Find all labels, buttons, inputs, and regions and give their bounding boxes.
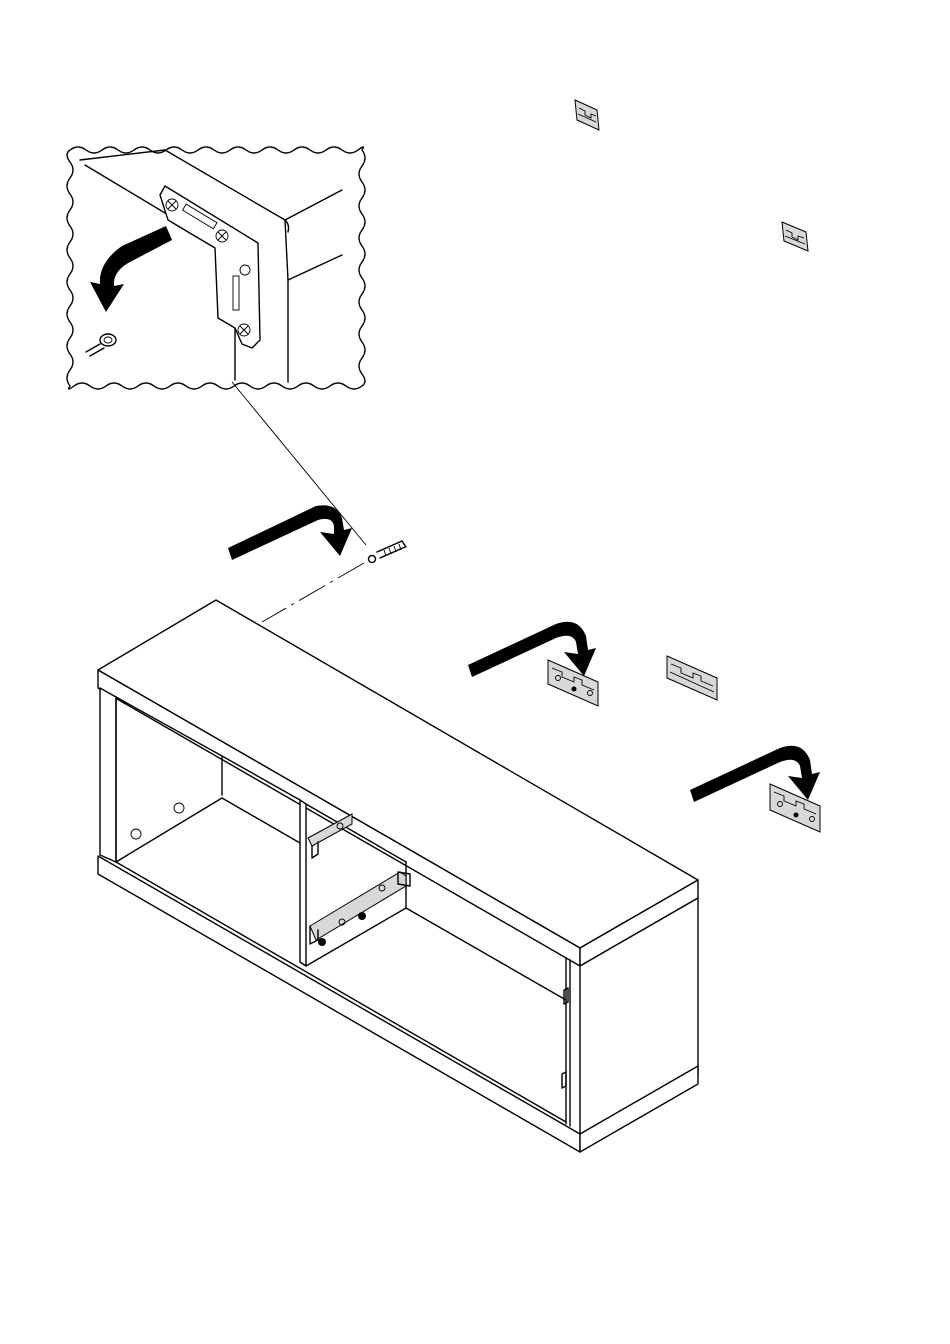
inset-wall-plug xyxy=(86,334,116,356)
cabinet-left-side xyxy=(100,688,116,862)
corner-fixing-plate xyxy=(160,186,260,348)
wall-bracket-small-right xyxy=(782,222,808,251)
tv-cabinet xyxy=(98,600,698,1152)
detail-inset xyxy=(67,147,365,389)
wall-bracket-small-top xyxy=(575,100,599,130)
bracket-curved-arrow-right xyxy=(690,746,820,802)
inset-arrow xyxy=(90,226,172,312)
side-hole xyxy=(131,829,141,839)
screw-with-wall-plug xyxy=(369,541,407,563)
cabinet-center-divider xyxy=(300,800,306,966)
wall-bracket-middle-right xyxy=(667,656,717,700)
screw-curved-arrow xyxy=(228,505,352,560)
screw-axis-dash xyxy=(262,563,364,622)
wall-bracket-middle xyxy=(548,660,598,706)
cabinet-top-surface xyxy=(98,600,698,948)
door-hinge xyxy=(562,1072,566,1088)
bracket-curved-arrow-middle xyxy=(468,622,596,677)
side-hole xyxy=(174,803,184,813)
wall-bracket-right xyxy=(770,784,820,832)
